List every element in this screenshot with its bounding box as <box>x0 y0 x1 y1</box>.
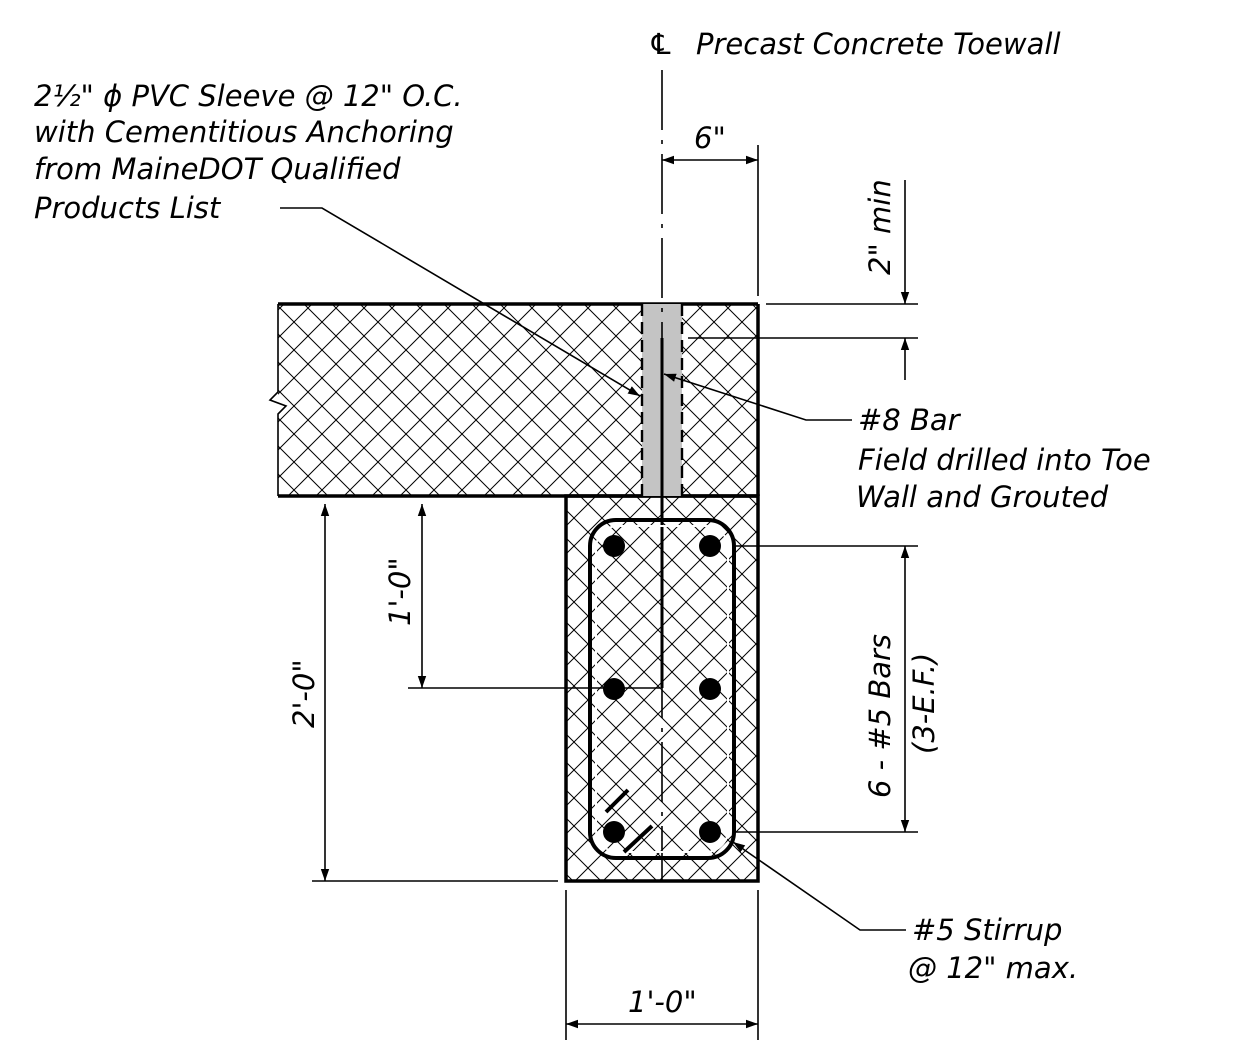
rebar-dot <box>603 535 625 557</box>
sleeve-label-line4: Products List <box>34 191 222 225</box>
leader-bar8 <box>663 373 852 421</box>
rebar-dot <box>699 535 721 557</box>
dim-toewall-height-label: 2'-0" <box>287 659 321 728</box>
dim-top-offset <box>662 145 759 296</box>
centerline-label: Precast Concrete Toewall <box>696 27 1061 61</box>
dim-top-offset-label: 6" <box>694 121 726 155</box>
rebar-5-group <box>603 535 721 843</box>
dim-embed-label: 1'-0" <box>383 557 417 626</box>
stirrup-label-line1: #5 Stirrup <box>912 913 1062 947</box>
dim-bars <box>736 545 918 833</box>
rebar-dot <box>699 821 721 843</box>
stirrup-label-line2: @ 12" max. <box>908 951 1078 985</box>
sleeve-label-line3: from MaineDOT Qualified <box>34 152 401 186</box>
dim-toewall-height <box>312 504 558 882</box>
stirrup <box>588 518 736 860</box>
bar8-label-line1: #8 Bar <box>858 403 962 437</box>
rebar-dot <box>603 678 625 700</box>
leader-stirrup <box>732 841 906 931</box>
bars5-label-line2: (3-E.F.) <box>907 653 941 754</box>
dim-embed <box>408 504 660 689</box>
sleeve-label-line1: 2½" ϕ PVC Sleeve @ 12" O.C. <box>34 79 463 113</box>
rebar-dot <box>699 678 721 700</box>
dim-cover <box>688 180 918 380</box>
rebar-dot <box>603 821 625 843</box>
bar8-label-line3: Wall and Grouted <box>856 480 1109 514</box>
leader-sleeve <box>280 207 641 397</box>
centerline-symbol: ℄ <box>648 27 674 61</box>
dim-cover-label: 2" min <box>863 179 897 275</box>
dim-toewall-width-label: 1'-0" <box>628 985 697 1019</box>
bars5-label-line1: 6 - #5 Bars <box>863 634 897 798</box>
break-line <box>268 304 288 496</box>
slab <box>268 302 760 498</box>
sleeve-label-line2: with Cementitious Anchoring <box>34 115 454 149</box>
dim-toewall-width <box>565 890 759 1040</box>
bar8-label-line2: Field drilled into Toe <box>858 443 1151 477</box>
